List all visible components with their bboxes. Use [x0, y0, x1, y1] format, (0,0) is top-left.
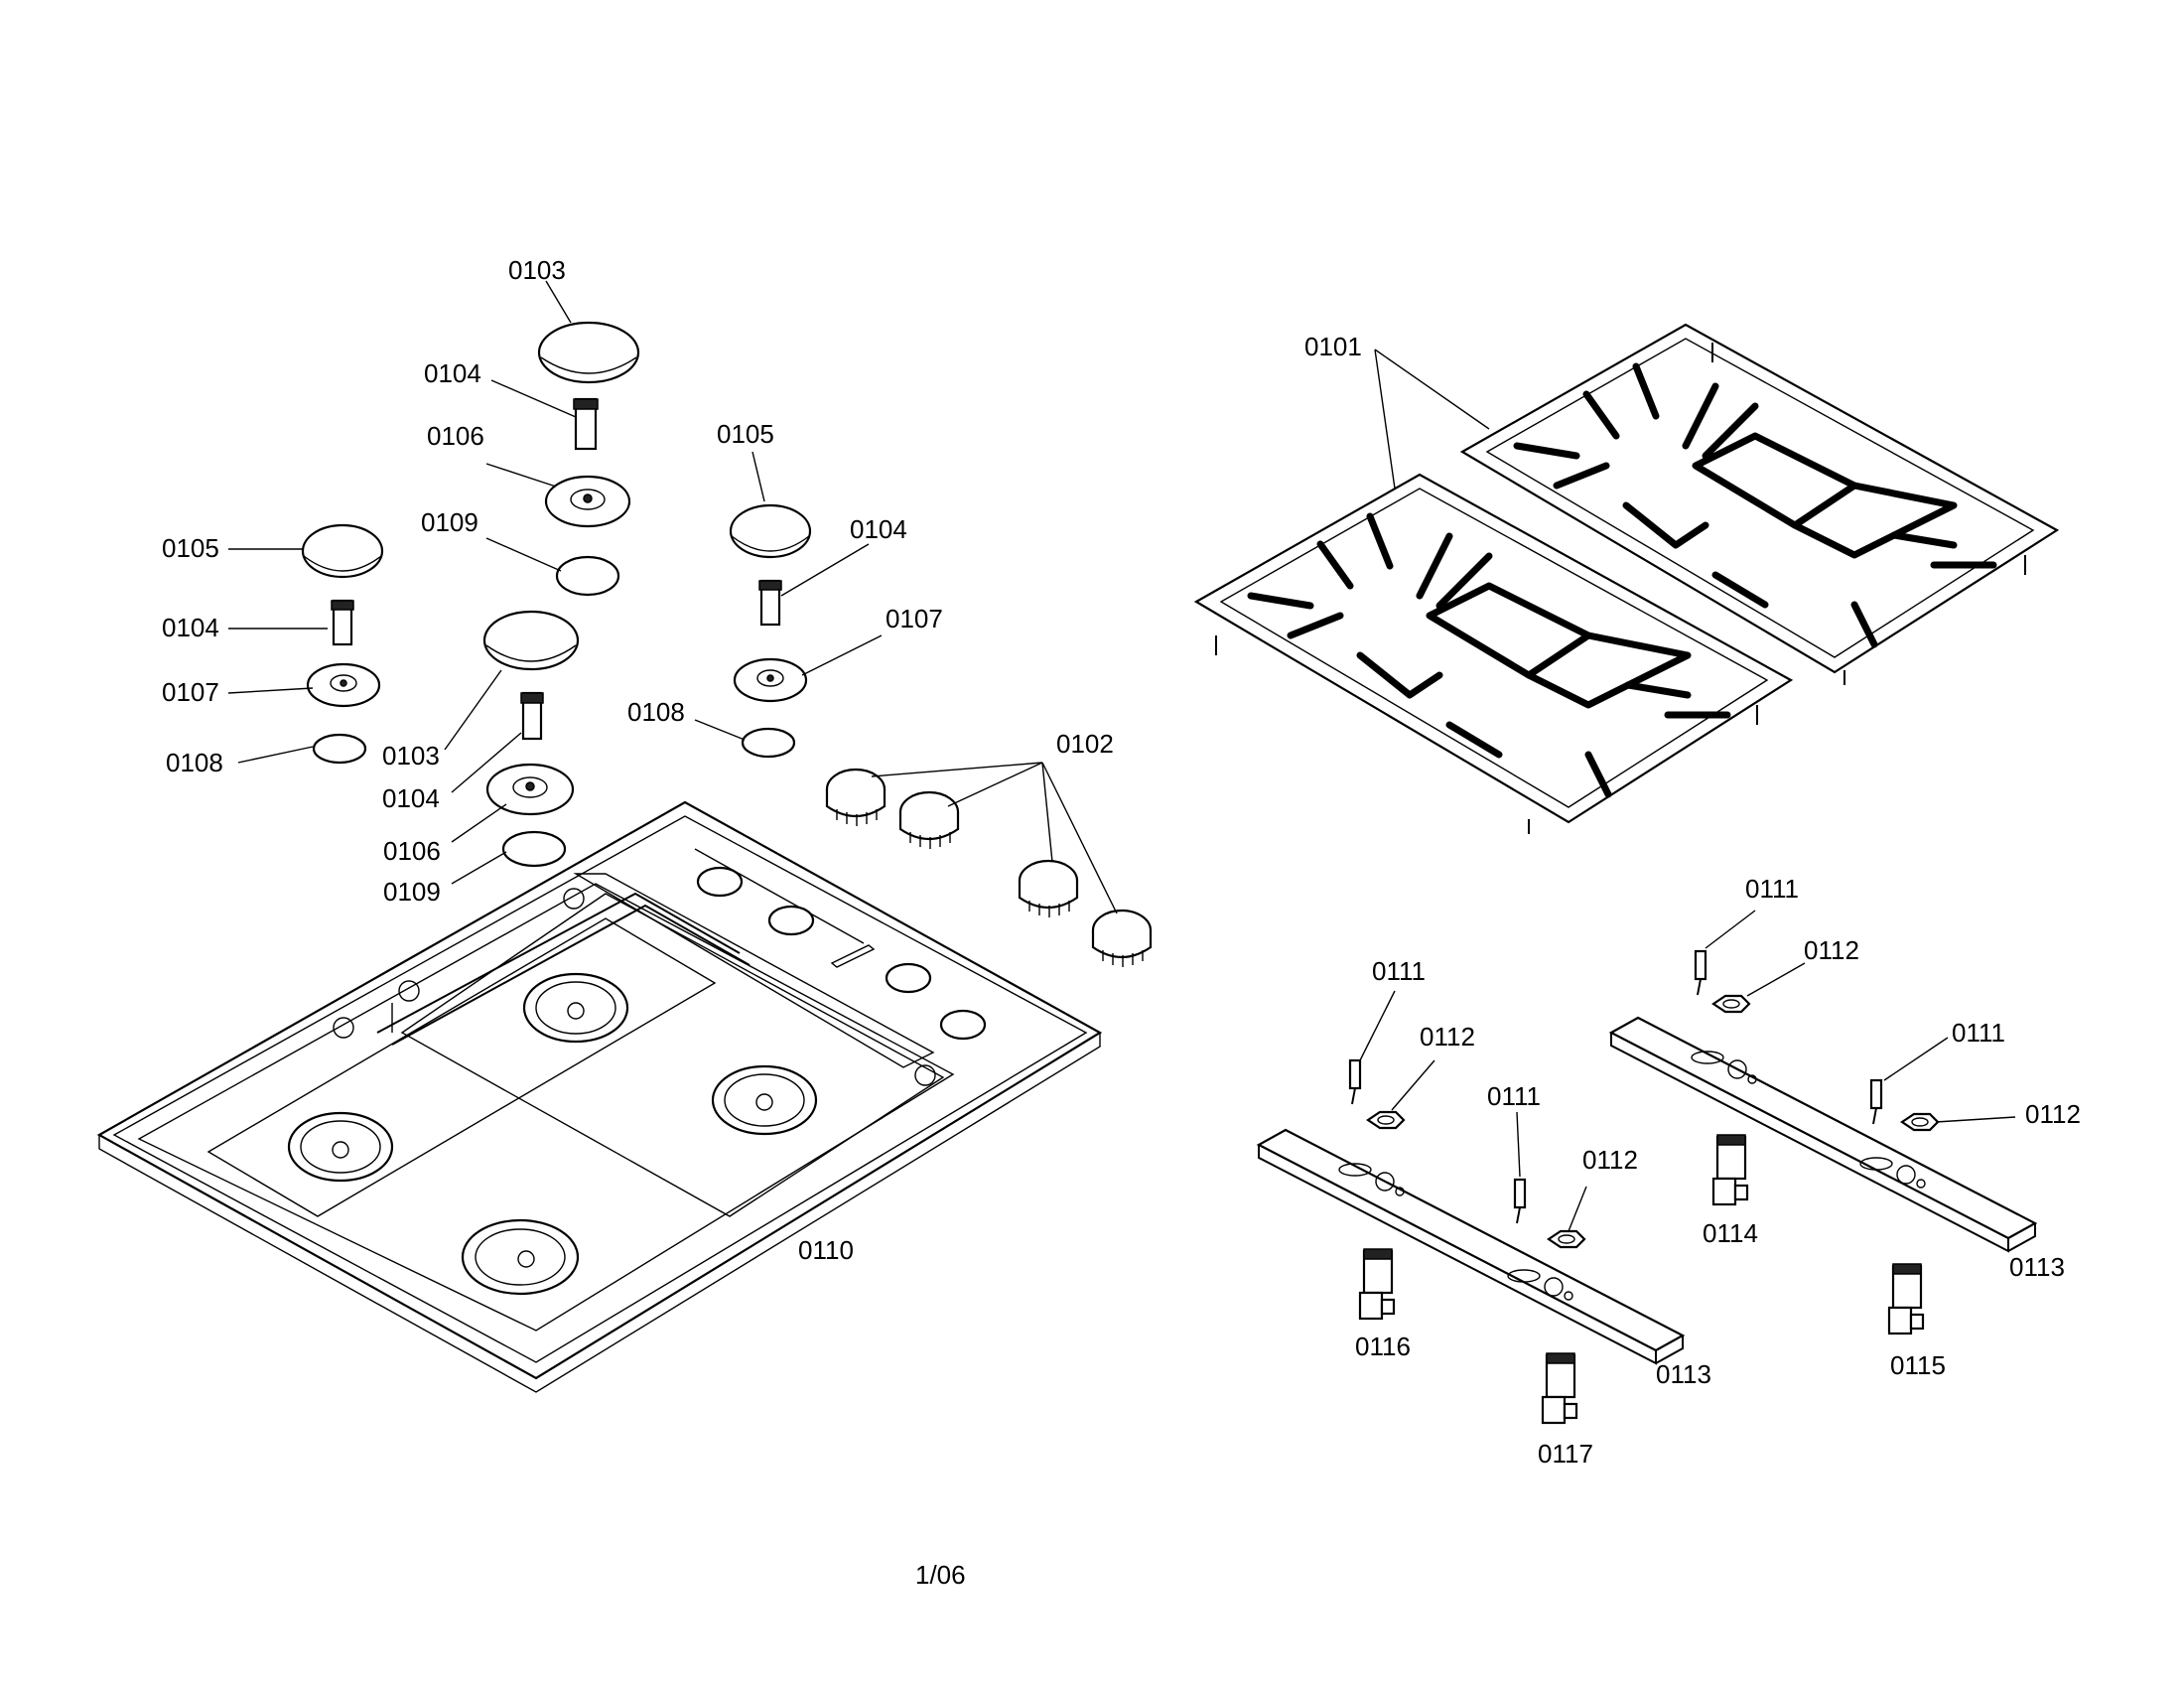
- cooktop-base-0110: [96, 800, 1103, 1393]
- seal-ring-2: [312, 733, 367, 765]
- callout-0108: 0108: [627, 697, 685, 727]
- hex-nut-4: [1900, 1112, 1940, 1132]
- page-footer-code: 1/06: [915, 1560, 966, 1590]
- burner-seat-1: [522, 972, 629, 1044]
- flame-spreader-small-2: [733, 657, 808, 703]
- gas-valve-0116: [1358, 1248, 1396, 1321]
- control-knob-2: [898, 790, 960, 849]
- callout-0101: 0101: [1304, 332, 1362, 361]
- callout-0111: 0111: [1952, 1018, 2005, 1048]
- callout-0112: 0112: [2025, 1099, 2081, 1129]
- control-knob-3: [1018, 859, 1079, 917]
- hex-nut-1: [1366, 1110, 1406, 1130]
- callout-0107: 0107: [162, 677, 219, 707]
- grate-rear: [1459, 323, 2060, 685]
- igniter-electrode-3: [1694, 949, 1707, 996]
- callout-0104: 0104: [162, 613, 219, 642]
- gas-valve-0114: [1711, 1134, 1749, 1206]
- callout-0104: 0104: [424, 358, 481, 388]
- callout-labels: 0103 0104 0106 0109 0105 0104 0107 0108 …: [162, 255, 2081, 1590]
- igniter-electrode-1: [1348, 1058, 1362, 1105]
- seal-ring-1: [555, 555, 620, 597]
- callout-0112: 0112: [1804, 935, 1859, 965]
- callout-0112: 0112: [1420, 1022, 1475, 1052]
- flame-spreader-small-1: [306, 662, 381, 708]
- callout-0117: 0117: [1538, 1439, 1593, 1469]
- callout-0104: 0104: [382, 783, 440, 813]
- callout-0110: 0110: [798, 1235, 854, 1265]
- callout-0113: 0113: [2009, 1252, 2065, 1282]
- callout-0103: 0103: [382, 741, 440, 771]
- gas-valve-0115: [1887, 1263, 1925, 1335]
- burner-seat-2: [711, 1064, 818, 1136]
- callout-0105: 0105: [717, 419, 774, 449]
- burner-cap-large-1: [537, 321, 640, 384]
- burner-head-1: [573, 397, 599, 451]
- callout-0107: 0107: [886, 604, 943, 633]
- burner-head-3: [520, 691, 544, 741]
- igniter-electrode-2: [1513, 1178, 1527, 1224]
- callout-0113: 0113: [1656, 1359, 1711, 1389]
- flame-spreader-2: [485, 763, 575, 816]
- burner-cap-small-1: [301, 523, 384, 579]
- grate-front: [1193, 473, 1794, 834]
- callout-0111: 0111: [1487, 1081, 1541, 1111]
- burner-head-2: [331, 599, 354, 646]
- callout-0116: 0116: [1355, 1332, 1411, 1361]
- flame-spreader-1: [544, 475, 631, 528]
- callout-0112: 0112: [1582, 1145, 1638, 1175]
- callout-0103: 0103: [508, 255, 566, 285]
- callout-0106: 0106: [427, 421, 484, 451]
- igniter-electrode-4: [1869, 1078, 1883, 1125]
- callout-0115: 0115: [1890, 1350, 1946, 1380]
- seal-ring-4: [741, 727, 796, 759]
- control-knob-4: [1091, 909, 1153, 967]
- burner-head-4: [758, 579, 782, 627]
- callout-0109: 0109: [421, 507, 478, 537]
- burner-seat-3: [287, 1111, 394, 1183]
- control-knob-1: [825, 768, 887, 826]
- seal-ring-3: [501, 830, 567, 868]
- callout-0105: 0105: [162, 533, 219, 563]
- callout-0109: 0109: [383, 877, 441, 907]
- callout-0111: 0111: [1372, 956, 1426, 986]
- burner-cap-large-2: [482, 610, 580, 671]
- gas-valve-0117: [1541, 1352, 1578, 1425]
- callout-0106: 0106: [383, 836, 441, 866]
- hex-nut-3: [1711, 994, 1751, 1014]
- burner-rail-rear: [1608, 1016, 2038, 1253]
- callout-0102: 0102: [1056, 729, 1114, 759]
- callout-0104: 0104: [850, 514, 907, 544]
- burner-cap-small-2: [729, 503, 812, 559]
- burner-seat-4: [461, 1218, 580, 1296]
- hex-nut-2: [1547, 1229, 1586, 1249]
- callout-0111: 0111: [1745, 874, 1799, 904]
- callout-0114: 0114: [1703, 1218, 1758, 1248]
- leader-lines: [227, 280, 2016, 1232]
- callout-0108: 0108: [166, 748, 223, 777]
- burner-rail-front: [1256, 1128, 1686, 1365]
